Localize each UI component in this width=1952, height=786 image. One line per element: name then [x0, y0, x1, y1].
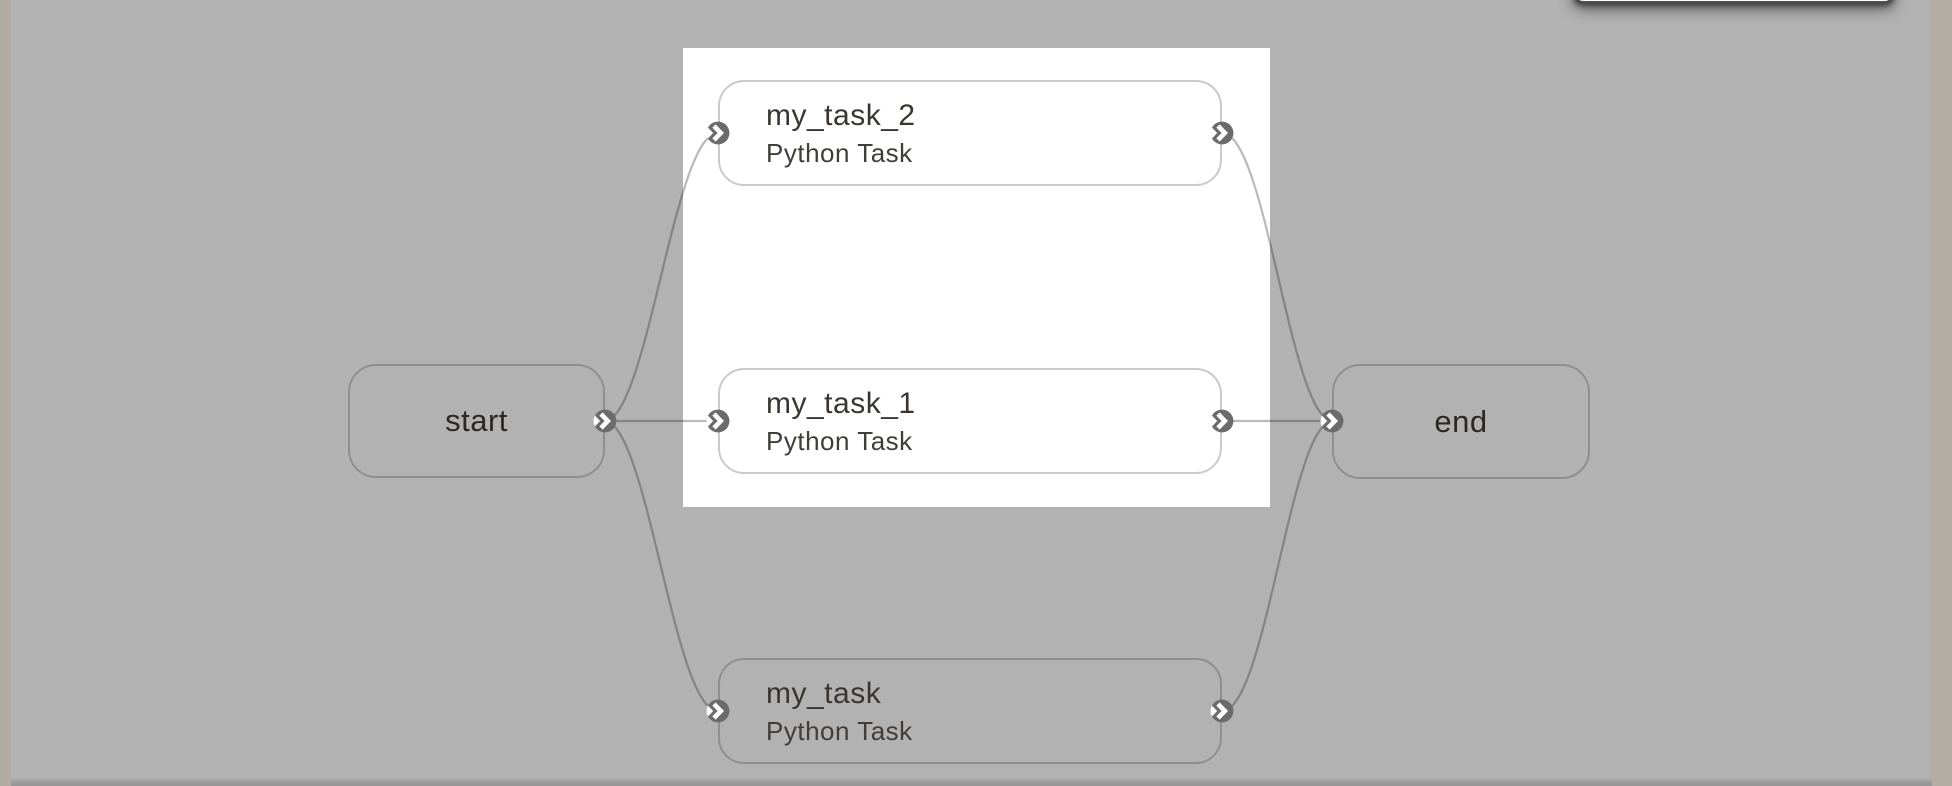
chevron-right-icon: [1210, 409, 1234, 433]
connector-handle-my-task-1-in[interactable]: [703, 406, 733, 436]
chevron-right-icon: [706, 121, 730, 145]
task-subtitle: Python Task: [766, 425, 913, 456]
task-title: my_task_1: [766, 386, 916, 420]
connector-handle-my-task-in[interactable]: [703, 696, 733, 726]
node-label: start: [445, 403, 508, 438]
chevron-right-icon: [1210, 121, 1234, 145]
edge: [1221, 131, 1333, 423]
task-title: my_task: [766, 676, 882, 710]
edge: [604, 419, 719, 713]
window-edge-bottom: [11, 778, 1932, 786]
window-edge-left: [0, 0, 11, 786]
chevron-right-icon: [1210, 699, 1234, 723]
task-node-my-task-1[interactable]: my_task_1 Python Task: [718, 368, 1222, 474]
task-subtitle: Python Task: [766, 715, 913, 746]
connector-handle-end-in[interactable]: [1317, 406, 1347, 436]
node-label: end: [1434, 403, 1488, 439]
connector-handle-start-out[interactable]: [590, 406, 620, 436]
task-group-backdrop: [683, 48, 1270, 507]
window-edge-right: [1930, 0, 1952, 786]
chevron-right-icon: [706, 409, 730, 433]
task-node-my-task-2[interactable]: my_task_2 Python Task: [718, 80, 1222, 186]
chevron-right-icon: [706, 699, 730, 723]
connector-handle-my-task-out[interactable]: [1207, 696, 1237, 726]
task-node-my-task[interactable]: my_task Python Task: [718, 658, 1222, 764]
connector-handle-my-task-2-in[interactable]: [703, 118, 733, 148]
connector-handle-my-task-2-out[interactable]: [1207, 118, 1237, 148]
node-start[interactable]: start: [348, 364, 605, 478]
chevron-right-icon: [1320, 409, 1344, 433]
connector-handle-my-task-1-out[interactable]: [1207, 406, 1237, 436]
edge: [1221, 419, 1333, 713]
cutoff-toolbar-panel[interactable]: [1573, 0, 1895, 4]
chevron-right-icon: [593, 409, 617, 433]
task-title: my_task_2: [766, 98, 916, 132]
node-end[interactable]: end: [1332, 364, 1590, 479]
edge: [604, 131, 719, 423]
task-subtitle: Python Task: [766, 137, 913, 168]
